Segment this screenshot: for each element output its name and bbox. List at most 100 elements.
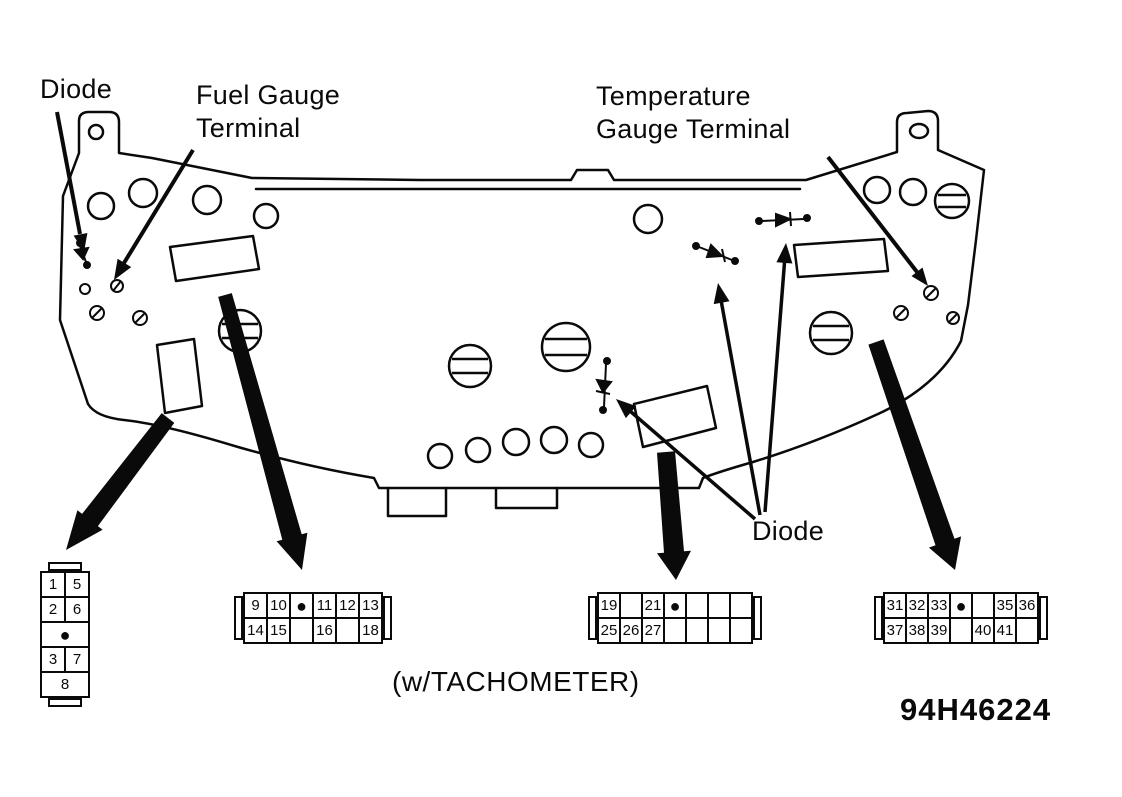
housing-outline [58, 109, 986, 518]
pin-cell-18: 18 [358, 617, 383, 644]
connector-a-end-tab-top [48, 562, 82, 571]
connector-c-end-tab-left [588, 596, 597, 640]
bulb-socket [540, 321, 592, 373]
pin-cell-16: 16 [312, 617, 337, 644]
pin-cell-41: 41 [993, 617, 1017, 644]
left-bracket [155, 337, 204, 415]
pin-cell-empty [1015, 617, 1039, 644]
callout-label-diode-bottom: Diode [752, 516, 825, 546]
pin-cell-empty [707, 617, 731, 644]
arrowhead-diode-top [73, 233, 88, 252]
lamp-hole [898, 177, 928, 207]
pin-cell-26: 26 [619, 617, 643, 644]
pin-cell-33: 33 [927, 592, 951, 619]
fuel-gauge-label-line1: Fuel Gauge [196, 80, 341, 110]
arrow-diode-bottom-1 [719, 299, 762, 516]
pin-cell-38: 38 [905, 617, 929, 644]
gauge-brackets [155, 234, 890, 449]
pin-cell-32: 32 [905, 592, 929, 619]
lamp-hole [577, 431, 605, 459]
pin-cell-7: 7 [64, 646, 90, 673]
pin-cell-9: 9 [243, 592, 268, 619]
bulb-socket [447, 343, 493, 389]
pin-cell-2: 2 [40, 596, 66, 623]
diode-symbol-center [595, 357, 613, 414]
pin-cell-27: 27 [641, 617, 665, 644]
lamp-hole [426, 442, 454, 470]
connector-key-dot: ● [663, 592, 687, 619]
bulb-sockets [217, 182, 971, 389]
pin-cell-12: 12 [335, 592, 360, 619]
arrowhead-diode-bottom-3 [616, 399, 637, 419]
connector-key-dot: ● [40, 621, 90, 648]
pin-cell-10: 10 [266, 592, 291, 619]
terminal-screw [89, 305, 105, 321]
pin-cell-35: 35 [993, 592, 1017, 619]
pin-cell-14: 14 [243, 617, 268, 644]
connector-a-end-tab-bottom [48, 698, 82, 707]
diode-symbol-right-upper [755, 211, 811, 228]
fuel-gauge-terminal-screw [110, 279, 124, 293]
terminal-screws [79, 279, 960, 326]
arrow-diode-bottom-2 [763, 259, 787, 513]
pin-cell-empty [685, 617, 709, 644]
connector-d-end-tab-right [1039, 596, 1048, 640]
connector-b-end-tab-left [234, 596, 243, 640]
arrowhead-temperature-gauge-terminal [911, 267, 928, 286]
lamp-hole [191, 184, 223, 216]
lamp-hole [632, 203, 664, 235]
fuel-gauge-label-line2: Terminal [196, 113, 301, 143]
pin-cell-13: 13 [358, 592, 383, 619]
temperature-gauge-terminal-screw [923, 285, 939, 301]
fuel-gauge-bracket [168, 234, 261, 283]
figure-id: 94H46224 [900, 692, 1052, 727]
housing-bottom-notches [386, 486, 559, 518]
terminal-screw [946, 311, 960, 325]
bulb-socket [808, 310, 854, 356]
terminal-screw [79, 283, 91, 295]
right-mount-tab-hole [908, 122, 930, 140]
callout-label-fuel-gauge-terminal: Fuel Gauge Terminal [196, 79, 340, 145]
pin-cell-empty [707, 592, 731, 619]
temperature-gauge-bracket [792, 237, 890, 279]
lamp-hole [252, 202, 280, 230]
pin-cell-empty [971, 592, 995, 619]
pin-cell-25: 25 [597, 617, 621, 644]
pin-cell-36: 36 [1015, 592, 1039, 619]
lamp-hole [501, 427, 531, 457]
pin-cell-empty [729, 617, 753, 644]
left-mount-tab-hole [87, 123, 105, 141]
callout-label-diode-top: Diode [40, 74, 113, 104]
pin-cell-39: 39 [927, 617, 951, 644]
callout-arrows [55, 111, 962, 580]
pin-cell-37: 37 [883, 617, 907, 644]
pin-cell-empty [619, 592, 643, 619]
center-bracket [632, 384, 718, 449]
lamp-socket-holes [86, 175, 928, 470]
connector-key-dot: ● [289, 592, 314, 619]
pin-cell-empty [335, 617, 360, 644]
terminal-screw [132, 310, 148, 326]
pin-cell-empty [949, 617, 973, 644]
arrow-diode-bottom-3 [628, 409, 757, 521]
temperature-gauge-label-line2: Gauge Terminal [596, 114, 791, 144]
arrow-fuel-gauge-terminal [122, 148, 195, 265]
pin-cell-11: 11 [312, 592, 337, 619]
pin-cell-15: 15 [266, 617, 291, 644]
pin-cell-8: 8 [40, 671, 90, 698]
diode-symbol-right-lower [692, 242, 739, 265]
connector-c-end-tab-right [753, 596, 762, 640]
pin-cell-19: 19 [597, 592, 621, 619]
arrow-to-connector-b [218, 293, 308, 570]
connector-d-end-tab-left [874, 596, 883, 640]
arrowhead-diode-bottom-1 [713, 283, 730, 305]
arrow-to-connector-a [66, 413, 175, 550]
arrowhead-diode-bottom-2 [776, 243, 793, 264]
arrow-to-connector-d [868, 339, 962, 570]
lamp-hole [539, 425, 569, 455]
